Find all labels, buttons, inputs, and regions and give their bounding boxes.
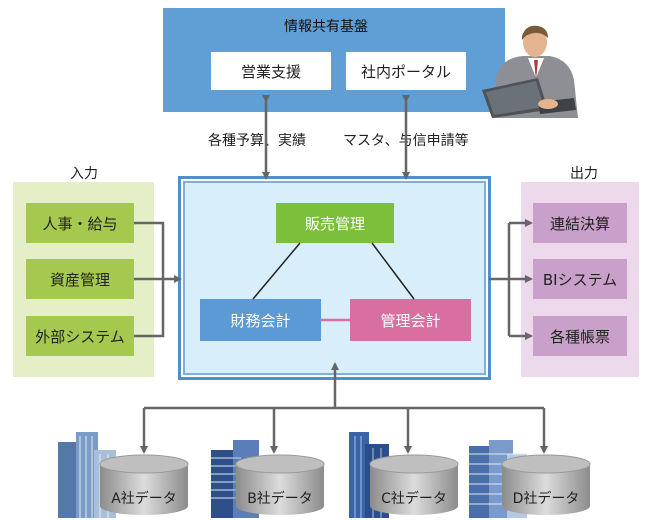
sales-support-box: 営業支援 — [211, 52, 331, 90]
output-item-bi-system: BIシステム — [533, 259, 627, 299]
database-label: A社データ — [111, 491, 177, 507]
database-a: A社データ — [98, 454, 190, 516]
database-b: B社データ — [234, 454, 326, 516]
database-d: D社データ — [500, 454, 592, 516]
database-label: C社データ — [381, 491, 447, 507]
database-c: C社データ — [368, 454, 460, 516]
sales-management-box: 販売管理 — [276, 203, 394, 243]
database-label: D社データ — [512, 491, 580, 507]
input-item-external-system: 外部システム — [26, 316, 134, 356]
input-item-asset-management: 資産管理 — [26, 259, 134, 299]
info-sharing-platform-title: 情報共有基盤 — [284, 19, 368, 35]
businessman-with-laptop-icon — [482, 25, 578, 118]
database-label: B社データ — [247, 491, 313, 507]
database-cylinder-icon — [235, 454, 325, 515]
office-building-icon — [58, 432, 116, 518]
budget-results-label: 各種予算、実績 — [208, 133, 306, 149]
management-accounting-box: 管理会計 — [350, 299, 471, 341]
database-cylinder-icon — [501, 454, 591, 515]
financial-accounting-box: 財務会計 — [200, 299, 321, 341]
output-item-consolidated-closing: 連結決算 — [533, 203, 627, 243]
output-title: 出力 — [570, 166, 598, 182]
input-title: 入力 — [70, 166, 98, 182]
database-cylinder-icon — [99, 454, 189, 515]
database-cylinder-icon — [369, 454, 459, 515]
intranet-portal-box: 社内ポータル — [346, 52, 466, 90]
input-item-hr-payroll: 人事・給与 — [26, 203, 134, 243]
output-item-various-reports: 各種帳票 — [533, 316, 627, 356]
